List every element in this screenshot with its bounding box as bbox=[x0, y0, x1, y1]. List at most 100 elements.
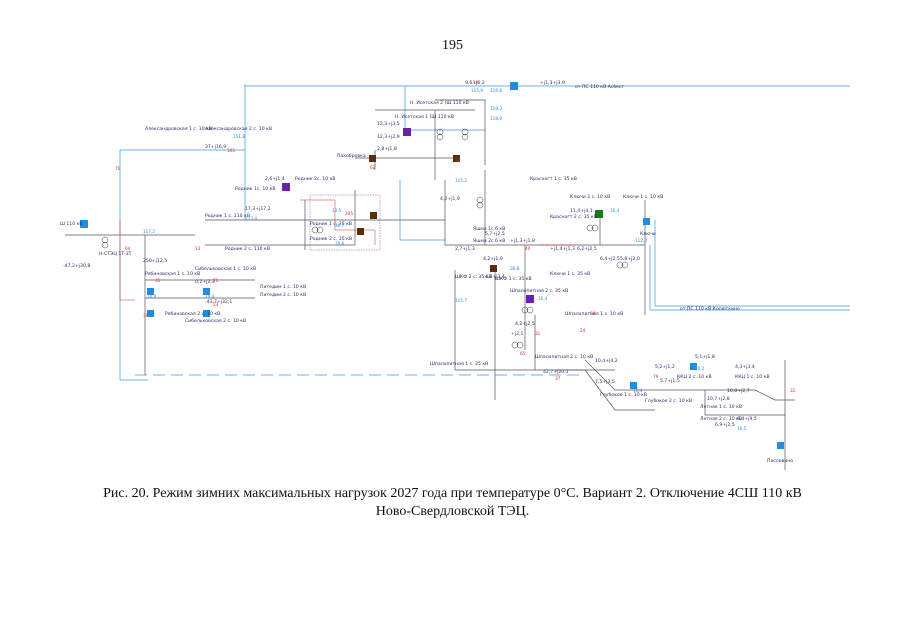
svg-text:39: 39 bbox=[143, 313, 149, 318]
svg-text:12,3+j3,5: 12,3+j3,5 bbox=[377, 121, 400, 127]
svg-text:32: 32 bbox=[790, 388, 796, 393]
svg-text:112,4: 112,4 bbox=[245, 216, 257, 221]
caption-line-2: Ново-Свердловской ТЭЦ. bbox=[375, 504, 530, 519]
label-rabin2: Рябиновская 2 с. 10 кВ bbox=[165, 311, 220, 317]
svg-text:62: 62 bbox=[370, 165, 376, 170]
svg-text:10,4: 10,4 bbox=[538, 296, 548, 301]
label-sibel2: Сибельковская 2 с. 10 кВ bbox=[185, 318, 246, 324]
svg-text:118,9: 118,9 bbox=[490, 116, 502, 121]
label-yashma1: Яшма 1с.6 кВ bbox=[473, 226, 505, 232]
svg-text:+j1,4+j1,3: +j1,4+j1,3 bbox=[550, 246, 575, 252]
label-alex2: Александровская 2 с. 10 кВ bbox=[205, 126, 272, 132]
svg-text:10,5: 10,5 bbox=[332, 208, 342, 213]
line-shkf-b bbox=[494, 245, 526, 400]
svg-text:6,9+j2,5: 6,9+j2,5 bbox=[715, 422, 735, 428]
label-kkc2: ККЦ 2 с. 10 кВ bbox=[677, 374, 712, 380]
label-rodnik2c110: Родник 2 с. 110 кВ bbox=[225, 246, 270, 252]
svg-text:64: 64 bbox=[125, 246, 131, 251]
figure-caption: Рис. 20. Режим зимних максимальных нагру… bbox=[40, 485, 865, 521]
diagram-labels: от ПС 110 кВ Асбест от ПС 110 кВ Колютки… bbox=[60, 84, 793, 464]
line-nisetsk bbox=[435, 99, 486, 165]
label-paslovino: Пасловино bbox=[767, 458, 793, 464]
breaker-glub bbox=[630, 382, 637, 389]
label-klyuchi1: Ключи 1 с. 10 кВ bbox=[623, 194, 663, 200]
svg-text:+j2,1: +j2,1 bbox=[511, 331, 524, 337]
svg-text:119,3: 119,3 bbox=[490, 106, 502, 111]
gen-nisetsk bbox=[403, 128, 411, 136]
network-lines bbox=[65, 84, 850, 470]
label-klyuchi1c35: Ключи 1 с. 35 кВ bbox=[550, 271, 590, 277]
svg-text:36,8: 36,8 bbox=[510, 266, 520, 271]
label-nisetsk1: Н. Исетская 1 (Ш 110 кВ bbox=[395, 114, 454, 120]
breaker-nstec bbox=[80, 220, 88, 228]
load-transformers bbox=[357, 155, 497, 272]
label-rodnik1c10: Родник 1с. 10 кВ bbox=[235, 186, 276, 192]
svg-text:10,9: 10,9 bbox=[147, 294, 157, 299]
svg-text:4,3+j3,4: 4,3+j3,4 bbox=[735, 364, 755, 370]
svg-text:10,4: 10,4 bbox=[610, 208, 620, 213]
svg-text:250+j12,5: 250+j12,5 bbox=[143, 258, 167, 264]
svg-text:17,3+j17,2: 17,3+j17,2 bbox=[245, 206, 271, 212]
svg-text:10,7+j2,8: 10,7+j2,8 bbox=[707, 396, 730, 402]
label-kolyutkino: от ПС 110 кВ Колюткино bbox=[680, 306, 740, 312]
svg-text:5,1+j1,8: 5,1+j1,8 bbox=[695, 354, 715, 360]
svg-text:205: 205 bbox=[345, 211, 353, 216]
breaker-klyuchi bbox=[643, 218, 650, 225]
svg-text:-47,2+j30,8: -47,2+j30,8 bbox=[63, 263, 90, 269]
line-glubokoe bbox=[584, 359, 795, 401]
svg-text:2,6+j1,4: 2,6+j1,4 bbox=[265, 176, 285, 182]
svg-text:10,4+j4,2: 10,4+j4,2 bbox=[595, 358, 618, 364]
breaker-rabin2 bbox=[203, 288, 210, 295]
svg-text:7,5+j3,5: 7,5+j3,5 bbox=[595, 379, 615, 385]
svg-text:115,7: 115,7 bbox=[455, 298, 467, 303]
svg-text:117,2: 117,2 bbox=[143, 229, 155, 234]
transformer-symbols bbox=[101, 128, 629, 349]
label-rodnik1c110: Родник 1 с. 110 кВ bbox=[205, 213, 250, 219]
line-rabin bbox=[145, 279, 255, 299]
line-left-vertical bbox=[119, 150, 148, 381]
label-pahobr: Пахобровка bbox=[337, 153, 366, 159]
line-asbest bbox=[244, 84, 850, 220]
label-glub1: Глубокое 1 с. 10 кВ bbox=[600, 392, 647, 398]
line-yashma bbox=[444, 170, 525, 246]
label-yashma2: Яшма 2с.6 кВ bbox=[473, 238, 505, 244]
label-klyuchi2: Ключи 2 с. 10 кВ bbox=[570, 194, 610, 200]
label-rodnik2c35: Родник 2 с. 35 кВ bbox=[310, 236, 352, 242]
line-mid bbox=[399, 180, 445, 241]
svg-text:9,4+j9,5: 9,4+j9,5 bbox=[737, 416, 757, 422]
svg-text:5,7+j1,5: 5,7+j1,5 bbox=[660, 378, 680, 384]
label-shpal1c10: Шпалопитная 1 с. 10 кВ bbox=[565, 311, 623, 317]
svg-text:10,2: 10,2 bbox=[695, 366, 705, 371]
label-letnaya1: Летная 1 с. 10 кВ bbox=[700, 404, 742, 410]
svg-text:24: 24 bbox=[580, 328, 586, 333]
substation-areas bbox=[309, 194, 381, 251]
svg-text:9,6+j6,2: 9,6+j6,2 bbox=[465, 80, 485, 86]
line-right-down bbox=[565, 369, 655, 411]
svg-text:37: 37 bbox=[555, 376, 561, 381]
label-glub2: Глубокое 2 с. 10 кВ bbox=[645, 398, 692, 404]
red-flow-lines bbox=[119, 199, 575, 301]
svg-text:10,4: 10,4 bbox=[633, 388, 643, 393]
svg-text:6,2+j2,5: 6,2+j2,5 bbox=[577, 246, 597, 252]
label-asbest: от ПС 110 кВ Асбест bbox=[575, 84, 625, 90]
svg-text:23: 23 bbox=[213, 302, 219, 307]
label-kkc1: ККЦ 1 с. 10 кВ bbox=[735, 374, 770, 380]
label-rodnik2c10: Родник 2с. 10 кВ bbox=[295, 176, 336, 182]
svg-text:6,4+j2,5: 6,4+j2,5 bbox=[600, 256, 620, 262]
breaker-sibel bbox=[147, 310, 154, 317]
breakers bbox=[80, 82, 784, 449]
label-klyuchi: Ключи bbox=[640, 231, 656, 237]
label-nisetsk2: Н. Исетская 2 (Ш 110 кВ bbox=[410, 100, 469, 106]
svg-text:2,8+j1,8: 2,8+j1,8 bbox=[377, 146, 397, 152]
svg-text:2,7+j1,3: 2,7+j1,3 bbox=[455, 246, 475, 252]
page-number: 195 bbox=[442, 38, 463, 53]
svg-text:40: 40 bbox=[525, 246, 531, 251]
line-top-right bbox=[375, 109, 475, 180]
breaker-pited bbox=[203, 310, 210, 317]
svg-text:+j1,3+j3,9: +j1,3+j3,9 bbox=[540, 80, 565, 86]
label-shpal2c35: Шпалопитная 2 с. 35 кВ bbox=[510, 288, 568, 294]
svg-text:79: 79 bbox=[653, 374, 659, 379]
line-shkf bbox=[454, 270, 560, 371]
line-kolyutkino bbox=[649, 245, 850, 311]
svg-text:5,8+j2,0: 5,8+j2,0 bbox=[620, 256, 640, 262]
